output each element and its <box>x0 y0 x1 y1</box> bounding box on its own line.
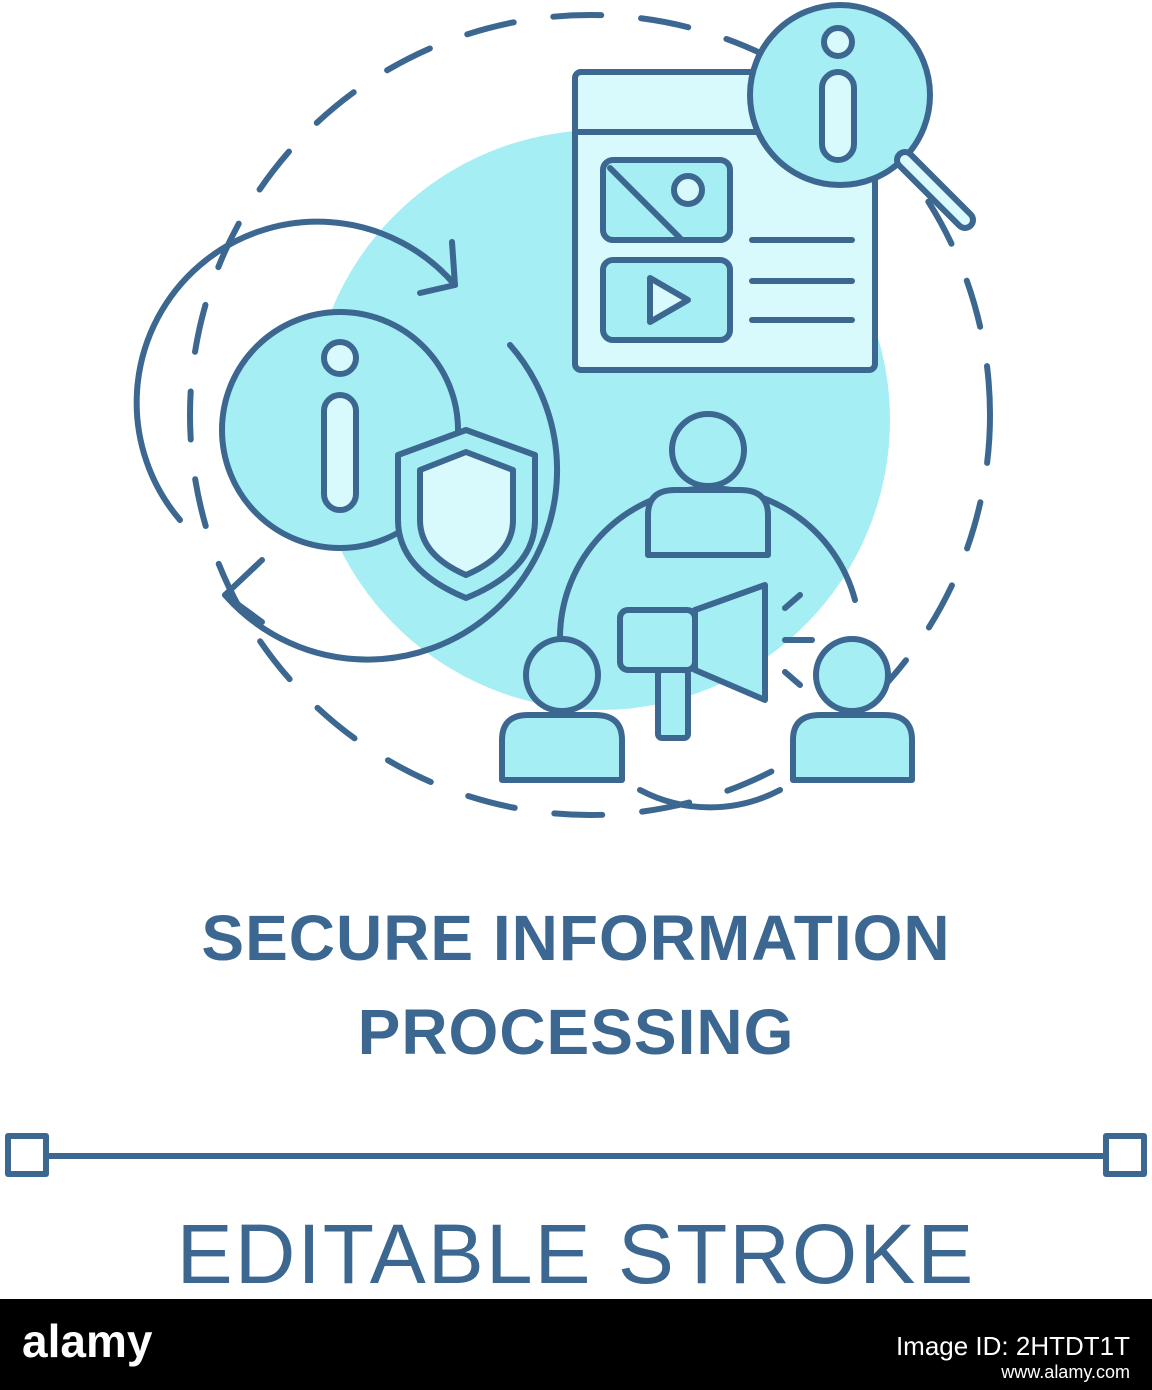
people-group-icon <box>499 411 915 811</box>
editable-stroke-handle-line <box>5 1133 1147 1177</box>
dashed-ring <box>187 12 993 818</box>
info-shield-icon <box>219 309 538 601</box>
megaphone-icon <box>617 582 815 741</box>
refresh-arrows-icon <box>133 218 561 663</box>
concept-title-line-1: SECURE INFORMATION <box>201 902 951 974</box>
image-id: Image ID: 2HTDT1T <box>895 1331 1130 1361</box>
site-url[interactable]: www.alamy.com <box>1001 1362 1130 1382</box>
web-page-icon <box>572 69 878 373</box>
concept-title-line-2: PROCESSING <box>357 996 795 1068</box>
magnifier-info-icon <box>747 2 976 231</box>
editable-stroke-label: EDITABLE STROKE <box>176 1207 976 1301</box>
watermark-footer <box>0 1299 1152 1390</box>
alamy-logo: alamy <box>22 1315 153 1367</box>
